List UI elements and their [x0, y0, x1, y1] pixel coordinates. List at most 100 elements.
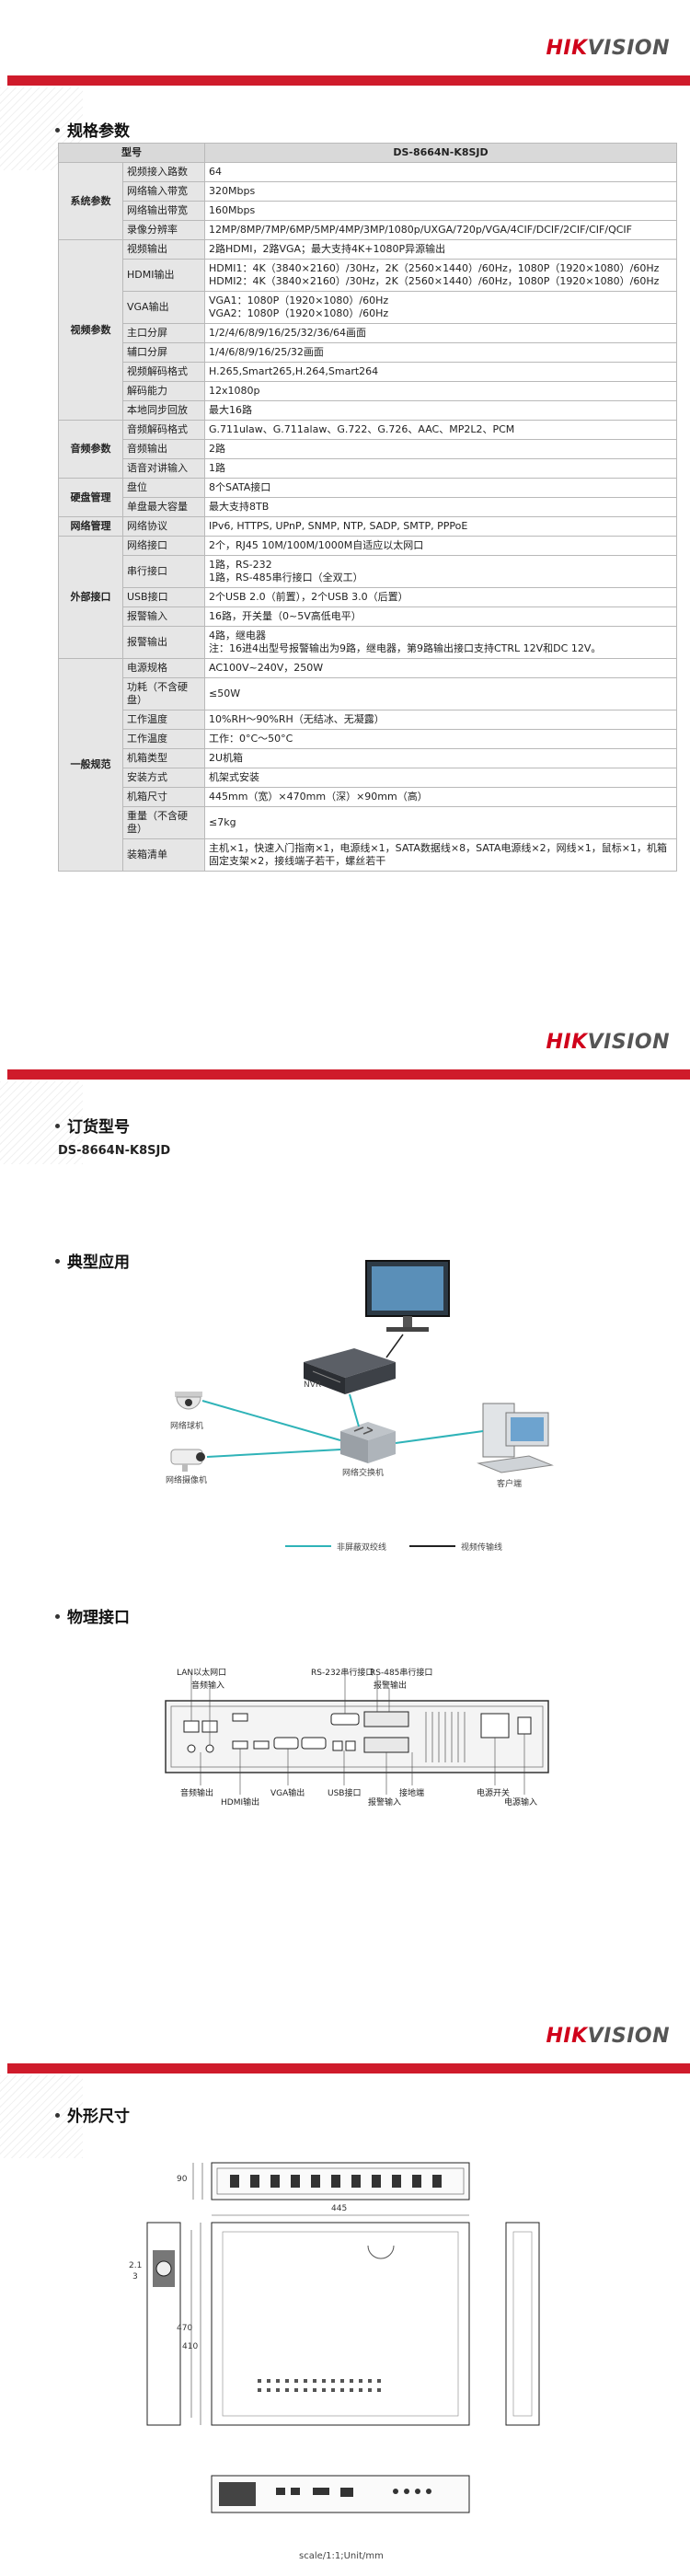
audio-in-label: 音频输入 [191, 1681, 225, 1691]
alarm-in-label: 报警输入 [368, 1798, 402, 1808]
dim-depth-label: 470 [177, 2324, 193, 2333]
switch-label: 网络交换机 [342, 1469, 385, 1478]
spec-category: 一般规范 [58, 658, 123, 872]
spec-label: 网络接口 [122, 536, 205, 556]
spec-header-model: DS-8664N-K8SJD [204, 143, 677, 163]
spec-category: 视频参数 [58, 239, 123, 421]
brand-logo: HIKVISION [546, 1031, 670, 1054]
spec-value: G.711ulaw、G.711alaw、G.722、G.726、AAC、MP2L… [204, 420, 677, 440]
spec-row: 功耗（不含硬盘）≤50W [59, 677, 677, 710]
spec-category: 硬盘管理 [58, 478, 123, 517]
ground-label: 接地端 [399, 1789, 425, 1798]
spec-label: 工作温度 [122, 729, 205, 749]
spec-row: 单盘最大容量最大支持8TB [59, 497, 677, 517]
spec-row: 本地同步回放最大16路 [59, 400, 677, 421]
spec-label: 辅口分屏 [122, 342, 205, 363]
dome-camera-icon [175, 1392, 202, 1410]
vga-label: VGA输出 [270, 1789, 305, 1798]
client-label: 客户端 [497, 1480, 523, 1489]
spec-value: 1/4/6/8/9/16/25/32画面 [204, 342, 677, 363]
dome-camera-label: 网络球机 [170, 1422, 204, 1431]
spec-row: 工作温度工作：0°C～50°C [59, 729, 677, 749]
spec-label: 网络输出带宽 [122, 201, 205, 221]
order-model: DS-8664N-K8SJD [58, 1144, 171, 1158]
brand-logo: HIKVISION [546, 37, 670, 60]
spec-value: 8个SATA接口 [204, 478, 677, 498]
spec-value: 12MP/8MP/7MP/6MP/5MP/4MP/3MP/1080p/UXGA/… [204, 220, 677, 240]
spec-value: 2U机箱 [204, 748, 677, 768]
cable-line-dome [201, 1400, 341, 1441]
spec-label: 网络输入带宽 [122, 181, 205, 202]
spec-value: 2个，RJ45 10M/100M/1000M自适应以太网口 [204, 536, 677, 556]
cable-line-bullet [206, 1449, 341, 1458]
spec-label: 视频接入路数 [122, 162, 205, 182]
spec-label: 工作温度 [122, 710, 205, 730]
spec-label: 录像分辨率 [122, 220, 205, 240]
spec-value: H.265,Smart265,H.264,Smart264 [204, 362, 677, 382]
spec-label: 主口分屏 [122, 323, 205, 343]
header-bar [7, 75, 690, 86]
spec-label: 机箱尺寸 [122, 787, 205, 807]
spec-value: 12x1080p [204, 381, 677, 401]
spec-label: 串行接口 [122, 555, 205, 588]
dimension-svg [146, 2162, 540, 2513]
section-title-application: 典型应用 [55, 1249, 130, 1272]
application-diagram-svg [170, 1260, 554, 1547]
client-pc-icon [477, 1403, 554, 1473]
spec-label: 音频输出 [122, 439, 205, 459]
interface-diagram: LAN以太网口 音频输入 RS-232串行接口 RS-485串行接口 报警输出 … [164, 1657, 550, 1818]
rear-panel-svg [165, 1675, 549, 1795]
spec-value: 64 [204, 162, 677, 182]
spec-value: 445mm（宽）×470mm（深）×90mm（高） [204, 787, 677, 807]
spec-value: 最大支持8TB [204, 497, 677, 517]
spec-label: 报警输出 [122, 626, 205, 659]
spec-header-label: 型号 [58, 143, 205, 163]
spec-category: 网络管理 [58, 516, 123, 537]
spec-category: 外部接口 [58, 536, 123, 659]
spec-value: 最大16路 [204, 400, 677, 421]
spec-label: 解码能力 [122, 381, 205, 401]
spec-value: AC100V~240V，250W [204, 658, 677, 678]
spec-label: 语音对讲输入 [122, 458, 205, 479]
spec-label: 视频输出 [122, 239, 205, 260]
alarm-out-label: 报警输出 [374, 1681, 408, 1691]
spec-value: 16路，开关量（0~5V高低电平） [204, 606, 677, 627]
audio-out-label: 音频输出 [180, 1789, 214, 1798]
lan-port-label: LAN以太网口 [177, 1669, 227, 1678]
scale-note: scale/1:1;Unit/mm [299, 2551, 384, 2561]
spec-row: 装箱清单主机×1，快速入门指南×1，电源线×1，SATA数据线×8，SATA电源… [59, 838, 677, 872]
spec-label: VGA输出 [122, 291, 205, 324]
spec-label: HDMI输出 [122, 259, 205, 292]
spec-category: 系统参数 [58, 162, 123, 240]
dim-height-label: 90 [177, 2175, 188, 2184]
spec-value: IPv6, HTTPS, UPnP, SNMP, NTP, SADP, SMTP… [204, 516, 677, 537]
left-side-view [146, 2222, 181, 2426]
spec-value: 2路HDMI，2路VGA；最大支持4K+1080P异源输出 [204, 239, 677, 260]
section-title-interfaces: 物理接口 [55, 1604, 130, 1627]
spec-value: ≤50W [204, 677, 677, 710]
nvr-icon [304, 1348, 396, 1394]
header-bar [7, 1069, 690, 1080]
spec-row: 重量（不含硬盘）≤7kg [59, 806, 677, 839]
power-input-label: 电源输入 [504, 1798, 538, 1808]
application-diagram: NVR 网络交换机 客户端 网络球机 网络摄像机 非屏蔽双绞线 视频传输线 [166, 1242, 570, 1560]
spec-value: 10%RH～90%RH（无结冰、无凝露） [204, 710, 677, 730]
